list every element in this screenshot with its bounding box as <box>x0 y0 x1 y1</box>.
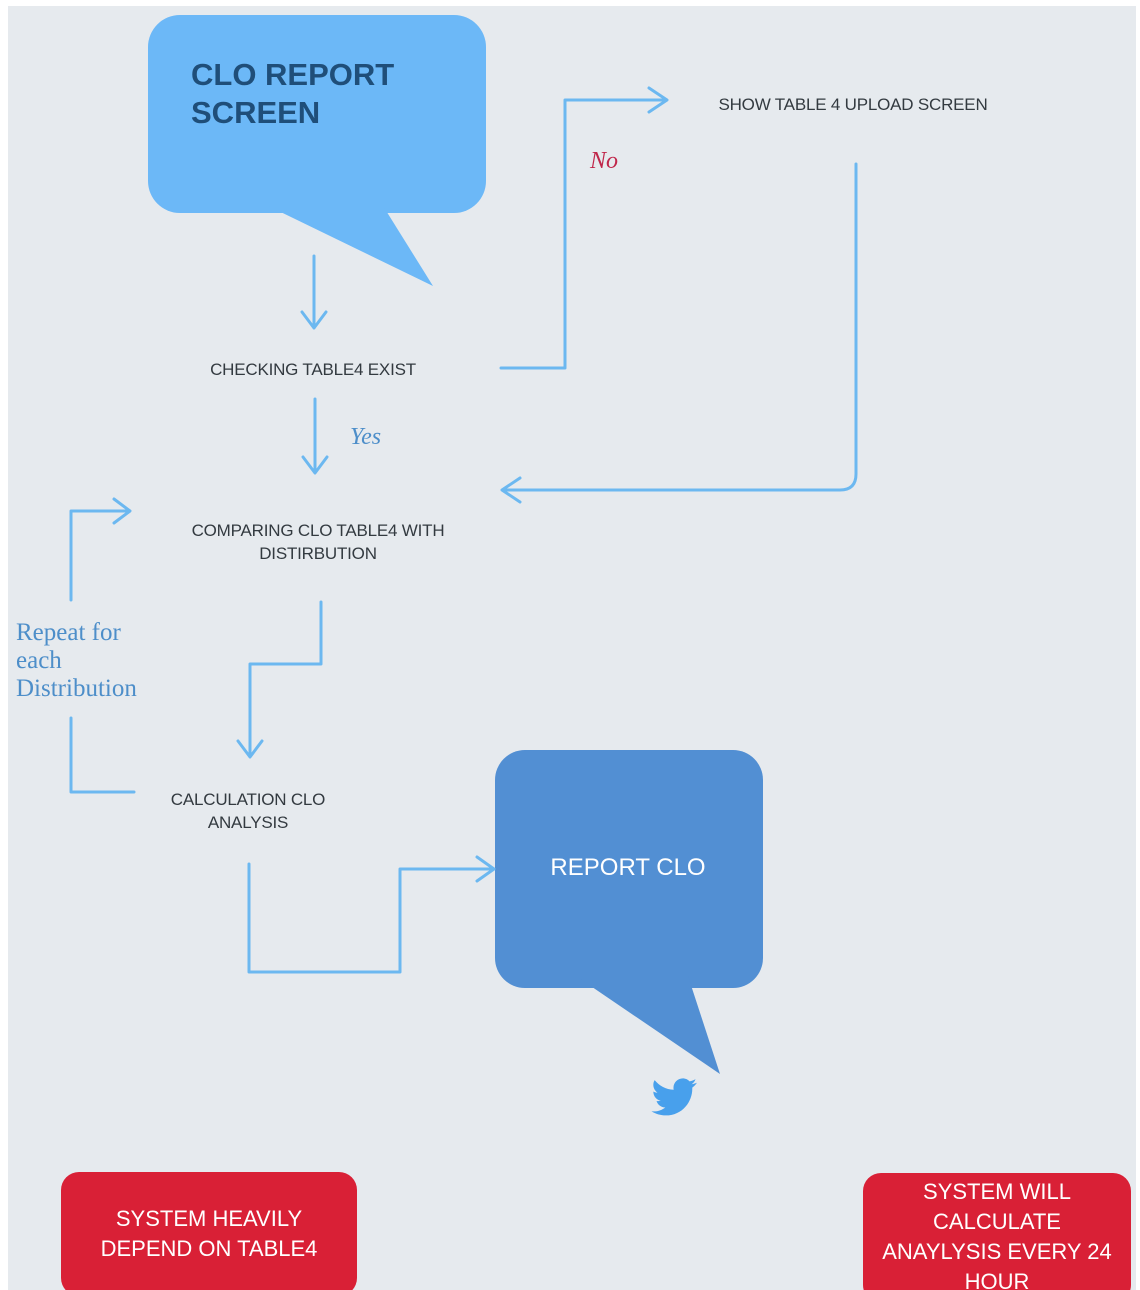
twitter-bird-icon <box>651 1078 697 1116</box>
note-24-hour-calculation: SYSTEM WILL CALCULATE ANAYLYSIS EVERY 24… <box>863 1173 1131 1290</box>
yes-edge-label: Yes <box>350 424 382 450</box>
connector-calculate-to-report <box>247 855 496 974</box>
connector-upload-to-compare <box>500 162 858 504</box>
note-table4-dependency-text: SYSTEM HEAVILY DEPEND ON TABLE4 <box>100 1206 318 1261</box>
start-bubble <box>148 15 486 286</box>
report-bubble <box>495 750 763 1074</box>
connector-loop-back <box>69 497 136 794</box>
compare-node-label: COMPARING CLO TABLE4 WITH DISTIRBUTION <box>191 521 445 563</box>
connector-compare-to-calculate <box>236 600 323 759</box>
no-edge-label: No <box>590 148 619 174</box>
connector-check-to-compare <box>301 397 329 475</box>
start-node-label: CLO REPORT SCREEN <box>191 57 395 130</box>
report-node-label: REPORT CLO <box>550 854 706 881</box>
flowchart-svg <box>69 15 858 1116</box>
connector-start-to-check <box>300 254 328 330</box>
calculate-node-label: CALCULATION CLO ANALYSIS <box>170 790 326 832</box>
note-table4-dependency: SYSTEM HEAVILY DEPEND ON TABLE4 <box>61 1172 357 1290</box>
check-node-label: CHECKING TABLE4 EXIST <box>210 360 416 379</box>
flowchart-canvas: CLO REPORT SCREEN CHECKING TABLE4 EXIST … <box>8 6 1136 1290</box>
connector-check-to-upload <box>499 86 669 370</box>
loop-edge-label: Repeat for each Distribution <box>16 619 137 702</box>
note-24-hour-calculation-text: SYSTEM WILL CALCULATE ANAYLYSIS EVERY 24… <box>882 1179 1112 1290</box>
upload-node-label: SHOW TABLE 4 UPLOAD SCREEN <box>718 95 988 114</box>
